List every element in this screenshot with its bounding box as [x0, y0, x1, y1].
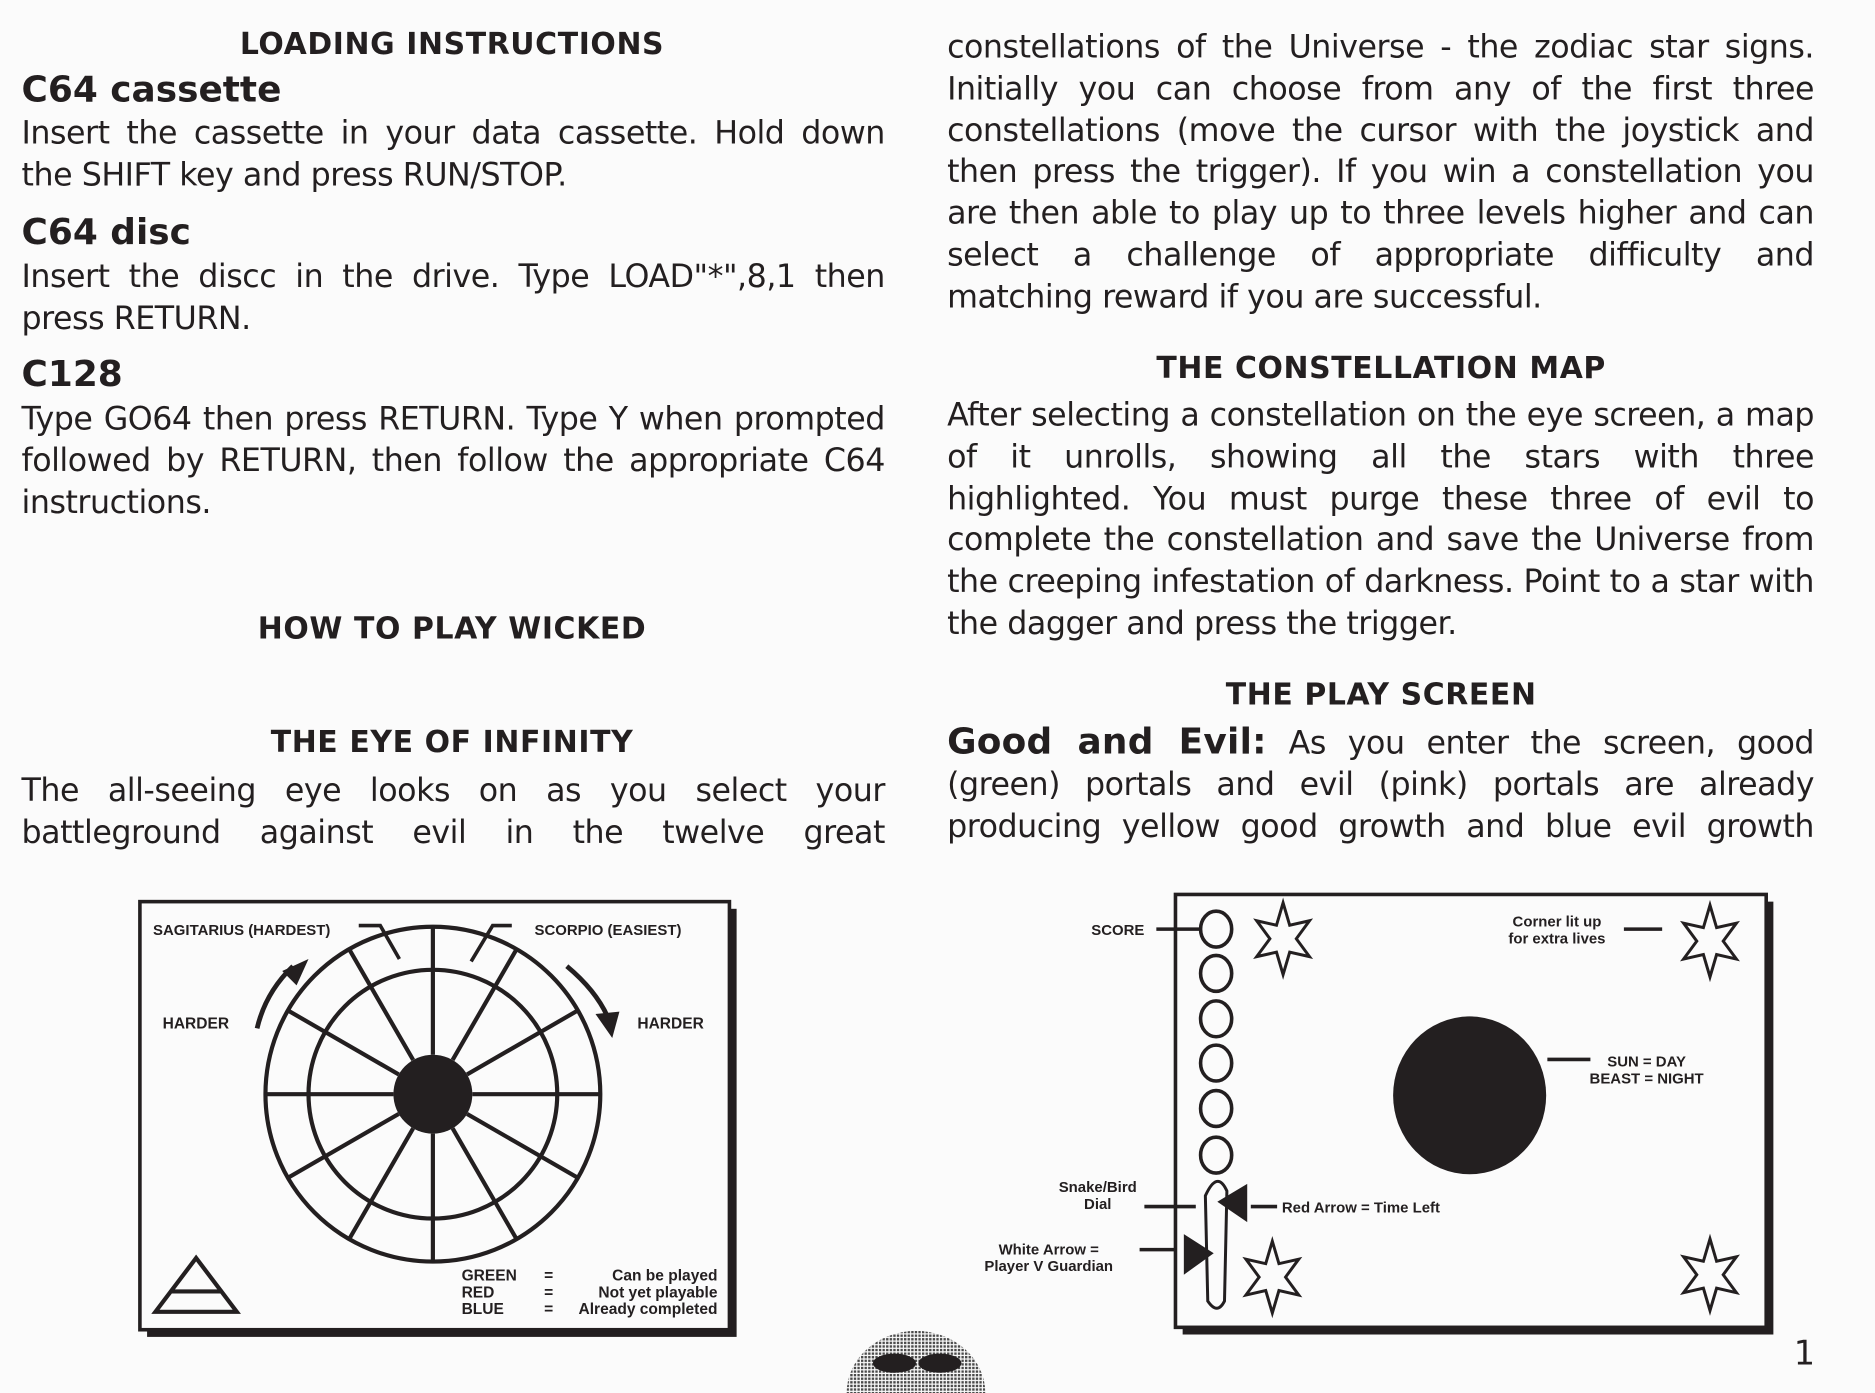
white-arrow-icon	[1183, 1234, 1214, 1275]
wheel-spoke	[347, 948, 415, 1062]
constellation-map-text: After selecting a constellation on the e…	[947, 397, 1815, 643]
wheel-spoke	[286, 1112, 400, 1180]
sagittarius-label: SAGITARIUS (HARDEST)	[153, 922, 330, 939]
c64-cassette-text: Insert the cassette in your data cassett…	[21, 114, 886, 194]
dial-label-2: Dial	[1084, 1196, 1111, 1213]
sun-label: SUN = DAY	[1607, 1054, 1686, 1071]
corner-stars	[1242, 897, 1740, 1319]
legend-red-meaning: Not yet playable	[598, 1284, 717, 1301]
page-number: 1	[1793, 1333, 1816, 1373]
corner-label-1: Corner lit up	[1513, 914, 1602, 931]
score-circle	[1198, 999, 1234, 1039]
label-pointers	[358, 923, 512, 963]
arrowhead-right	[595, 1011, 620, 1038]
star-icon	[1680, 1233, 1740, 1316]
constellation-map-heading: THE CONSTELLATION MAP	[1156, 350, 1606, 386]
beast-label: BEAST = NIGHT	[1590, 1070, 1704, 1087]
star-icon	[1253, 897, 1314, 980]
wheel-spoke	[286, 1008, 400, 1077]
red-arrow-label: Red Arrow = Time Left	[1282, 1200, 1440, 1217]
c64-disc-text: Insert the discc in the drive. Type LOAD…	[21, 258, 886, 337]
star-icon	[1242, 1235, 1303, 1319]
good-and-evil-lead: Good and Evil:	[947, 721, 1267, 763]
white-arrow-label-2: Player V Guardian	[984, 1258, 1113, 1275]
score-circle	[1198, 1043, 1234, 1083]
harder-left-label: HARDER	[163, 1015, 229, 1032]
loading-instructions-heading: LOADING INSTRUCTIONS	[239, 26, 665, 61]
alien-head-icon	[846, 1330, 986, 1393]
harder-arrow-right	[565, 964, 610, 1018]
legend-eq: =	[544, 1301, 553, 1318]
star-icon	[1680, 899, 1740, 983]
sun-beast-icon	[1393, 1016, 1547, 1175]
eye-text: The all-seeing eye looks on as you selec…	[21, 772, 886, 852]
arrowhead-left	[282, 959, 309, 986]
snake-bird-dial-icon	[1203, 1179, 1229, 1310]
score-circle	[1198, 1088, 1234, 1129]
wheel-spoke	[450, 1127, 519, 1241]
legend-blue: BLUE	[462, 1301, 504, 1318]
legend-eq: =	[544, 1268, 553, 1285]
callout-lines	[1139, 927, 1663, 1252]
legend-green-meaning: Can be played	[612, 1268, 717, 1285]
c128-heading: C128	[21, 353, 123, 396]
wheel-spoke	[466, 1008, 579, 1077]
dial-label-1: Snake/Bird	[1059, 1179, 1137, 1196]
c64-cassette-heading: C64 cassette	[21, 69, 282, 112]
wheel-spoke	[450, 948, 519, 1062]
wheel-spoke	[466, 1112, 579, 1180]
score-circle	[1198, 1135, 1234, 1175]
legend-red: RED	[462, 1284, 495, 1301]
score-label: SCORE	[1091, 922, 1144, 939]
pyramid-logo-icon	[151, 1254, 241, 1314]
constellations-text: constellations of the Universe - the zod…	[947, 28, 1815, 316]
c64-disc-heading: C64 disc	[21, 211, 191, 254]
legend-blue-meaning: Already completed	[579, 1301, 718, 1318]
legend-eq: =	[544, 1284, 553, 1301]
score-circle	[1198, 909, 1234, 949]
play-screen-heading: THE PLAY SCREEN	[1225, 676, 1537, 712]
eye-legend: GREEN = Can be played RED = Not yet play…	[462, 1268, 718, 1318]
c128-text: Type GO64 then press RETURN. Type Y when…	[21, 400, 886, 521]
play-screen-body: As you enter the screen, good (green) po…	[947, 724, 1815, 845]
score-circle	[1198, 953, 1234, 994]
corner-label-2: for extra lives	[1508, 930, 1605, 947]
play-screen-text: Good and Evil: As you enter the screen, …	[947, 721, 1815, 848]
legend-green: GREEN	[462, 1268, 517, 1285]
eye-hub	[393, 1054, 473, 1134]
eye-of-infinity-heading: THE EYE OF INFINITY	[270, 724, 634, 760]
zodiac-wheel	[263, 924, 603, 1264]
harder-right-label: HARDER	[637, 1015, 703, 1032]
score-circles	[1198, 909, 1234, 1175]
how-to-play-heading: HOW TO PLAY WICKED	[257, 611, 647, 646]
scorpio-label: SCORPIO (EASIEST)	[535, 922, 682, 939]
wheel-spoke	[347, 1127, 415, 1241]
red-arrow-icon	[1217, 1183, 1248, 1223]
white-arrow-label-1: White Arrow =	[999, 1241, 1100, 1258]
